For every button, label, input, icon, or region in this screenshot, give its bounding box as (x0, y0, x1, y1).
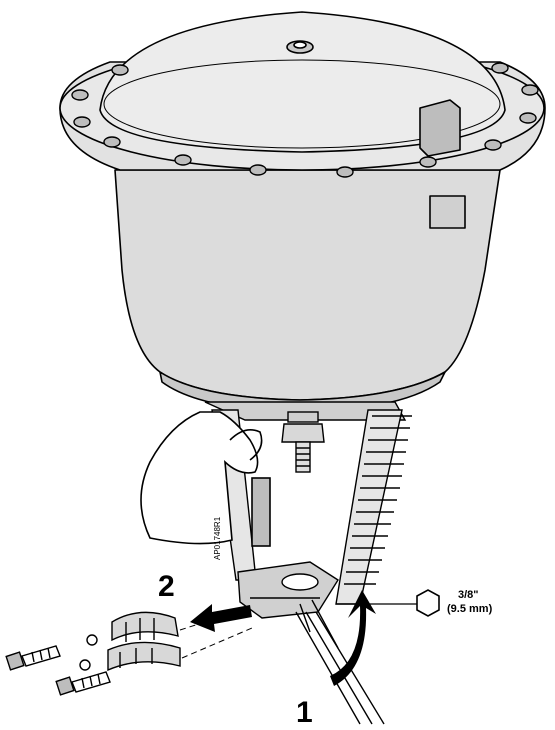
step-2-label: 2 (158, 570, 175, 603)
curved-arrow-icon (330, 590, 376, 686)
step-1-label: 1 (296, 696, 313, 729)
flange-bolts (71, 62, 539, 178)
wrench-size-metric: (9.5 mm) (447, 603, 493, 615)
detached-clamp (79, 611, 253, 672)
stem-coupling (237, 561, 339, 649)
stem-nut (281, 411, 325, 473)
hex-nut-icon (336, 589, 440, 617)
actuator-housing (59, 11, 546, 413)
heat-sink-fins (344, 415, 412, 585)
straight-arrow-icon (190, 604, 252, 632)
part-code: AP01748R1 (213, 516, 222, 560)
bolt-icon (5, 645, 111, 696)
wrench-size-imperial: 3/8" (458, 589, 479, 601)
hand-icon (140, 411, 271, 547)
